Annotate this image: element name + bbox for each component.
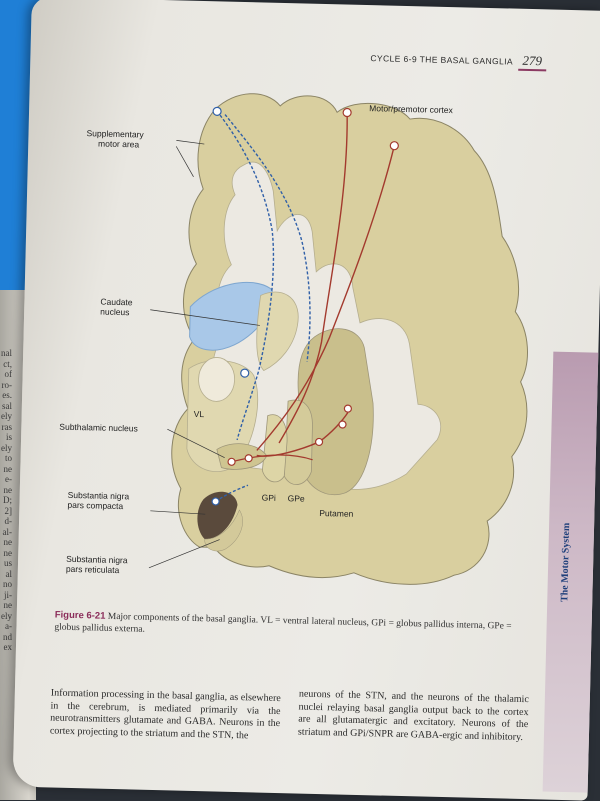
label-putamen: Putamen [319, 507, 354, 519]
neuron-body [244, 454, 253, 463]
globus-pallidus-externa [283, 399, 313, 485]
left-page-text: nal ct, of ro- es. sal ely ras is ely to… [1, 348, 12, 652]
substantia-nigra-reticulata [204, 509, 243, 552]
body-column-left: Information processing in the basal gang… [49, 687, 281, 741]
neuron-body [389, 141, 399, 151]
label-gpi: GPi [261, 492, 276, 503]
book-page: CYCLE 6-9 THE BASAL GANGLIA 279 The Moto… [12, 0, 600, 801]
substantia-nigra-compacta [197, 491, 238, 540]
label-substantia-nigra-compacta: Substantia nigra pars compacta [67, 489, 130, 512]
leader-line [167, 428, 225, 458]
neuron-body [211, 497, 220, 506]
neuron-body [338, 420, 347, 429]
thalamus-small [198, 357, 235, 402]
neuron-body [212, 106, 222, 116]
excitatory-tract-2 [256, 145, 396, 451]
label-substantia-nigra-reticulata: Substantia nigra pars reticulata [65, 553, 128, 576]
neuron-body [314, 437, 324, 447]
label-supplementary-motor-area: Supplementary motor area [86, 128, 144, 150]
leader-line [176, 140, 205, 145]
leader-line [148, 539, 220, 569]
label-vl: VL [193, 408, 205, 420]
leader-line [150, 510, 206, 515]
neuron-body [227, 457, 236, 466]
neuron-body [343, 404, 352, 413]
label-gpe: GPe [287, 493, 305, 504]
neuron-body [342, 107, 352, 118]
inhibitory-tract-1 [216, 110, 275, 441]
putamen [297, 328, 374, 496]
leader-line [150, 309, 260, 326]
body-column-right: neurons of the STN, and the neurons of t… [297, 688, 529, 743]
caudate-nucleus [256, 291, 299, 372]
running-head: CYCLE 6-9 THE BASAL GANGLIA [370, 53, 514, 67]
white-matter [211, 161, 442, 490]
page-number: 279 [518, 52, 547, 72]
excitatory-tract-4 [231, 454, 313, 463]
basal-ganglia-figure [148, 93, 528, 585]
excitatory-tract-1 [278, 112, 348, 444]
label-caudate-nucleus: Caudate nucleus [100, 296, 133, 318]
section-tab-title: The Motor System [559, 522, 573, 603]
figure-number: Figure 6-21 [54, 609, 106, 622]
figure-caption: Figure 6-21 Major components of the basa… [54, 610, 524, 645]
caption-text: Major components of the basal ganglia. V… [54, 611, 512, 635]
leader-line [175, 146, 194, 177]
inhibitory-tract-2 [224, 114, 311, 362]
globus-pallidus-interna [261, 414, 288, 483]
label-motor-premotor-cortex: Motor/premotor cortex [369, 103, 453, 116]
label-subthalamic-nucleus: Subthalamic nucleus [59, 421, 138, 434]
neuron-body [240, 368, 250, 378]
